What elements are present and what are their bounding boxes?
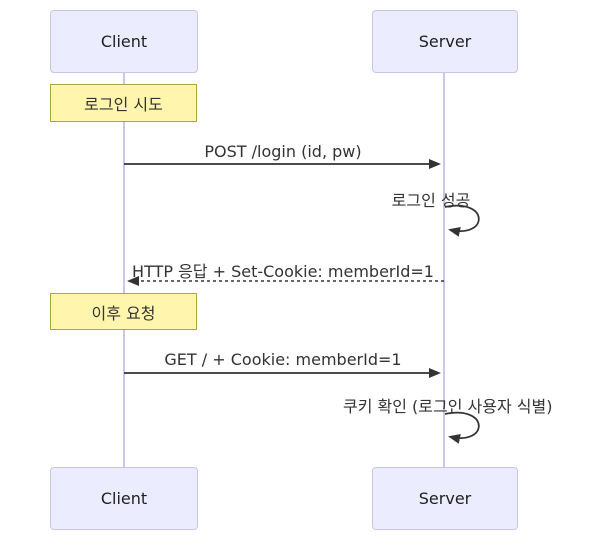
actor-label-client-bottom: Client <box>100 489 148 508</box>
lifeline-client <box>123 73 125 467</box>
message-label-post-login: POST /login (id, pw) <box>204 142 362 161</box>
actor-box-client-top: Client <box>50 10 198 73</box>
message-label-get-cookie: GET / + Cookie: memberId=1 <box>164 350 402 369</box>
note-subsequent-request: 이후 요청 <box>50 293 197 330</box>
actor-box-server-bottom: Server <box>372 467 518 530</box>
actor-box-client-bottom: Client <box>50 467 198 530</box>
note-subsequent-request-label: 이후 요청 <box>91 303 156 323</box>
actor-label-server-bottom: Server <box>418 489 472 508</box>
note-login-attempt: 로그인 시도 <box>50 84 197 122</box>
message-label-cookie-check: 쿠키 확인 (로그인 사용자 식별) <box>343 397 553 416</box>
actor-label-client-top: Client <box>100 32 148 51</box>
actor-label-server-top: Server <box>418 32 472 51</box>
message-label-login-success: 로그인 성공 <box>391 191 471 210</box>
note-login-attempt-label: 로그인 시도 <box>84 95 163 114</box>
lifeline-server <box>443 73 445 467</box>
actor-box-server-top: Server <box>372 10 518 73</box>
message-label-http-response: HTTP 응답 + Set-Cookie: memberId=1 <box>132 262 434 281</box>
